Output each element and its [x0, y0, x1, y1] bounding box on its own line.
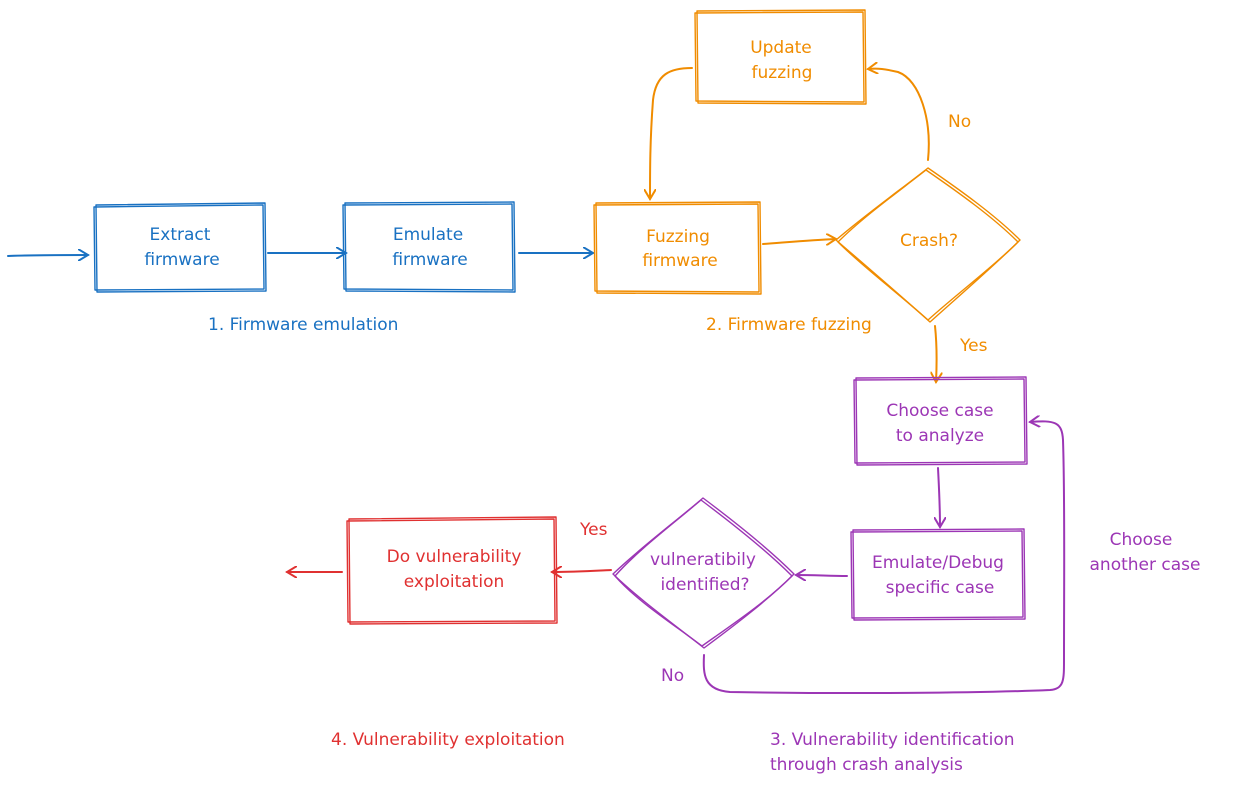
choose-another-case-label-2: another case	[1090, 555, 1201, 575]
emulate-debug-box: Emulate/Debug specific case	[850, 528, 1026, 621]
exploitation-label-2: exploitation	[404, 572, 505, 592]
emulate-firmware-label-2: firmware	[392, 250, 467, 270]
arrow-debug-to-vuln	[796, 575, 848, 576]
update-fuzzing-label-1: Update	[750, 38, 812, 58]
extract-firmware-box: Extract firmware	[93, 202, 267, 293]
vuln-identified-decision: vulneratibily identified?	[612, 497, 795, 649]
crash-no-label: No	[948, 112, 971, 132]
vuln-no-label: No	[661, 666, 684, 686]
fuzzing-firmware-box: Fuzzing firmware	[593, 201, 762, 295]
emulate-firmware-box: Emulate firmware	[342, 201, 516, 293]
choose-case-box: Choose case to analyze	[853, 376, 1028, 466]
arrow-vuln-yes-to-exploit	[552, 570, 612, 572]
choose-another-case-label-1: Choose	[1110, 530, 1173, 550]
exploitation-box: Do vulnerability exploitation	[346, 516, 558, 625]
choose-case-label-2: to analyze	[896, 426, 984, 446]
arrow-update-to-fuzzing	[650, 67, 693, 199]
extract-firmware-label-2: firmware	[144, 250, 219, 270]
arrow-crash-no-to-update	[868, 69, 930, 161]
vuln-identified-label-2: identified?	[660, 575, 749, 595]
fuzzing-firmware-label-1: Fuzzing	[646, 227, 710, 247]
entry-arrow	[7, 255, 88, 256]
vuln-identified-label-1: vulneratibily	[650, 550, 756, 570]
emulate-firmware-label-1: Emulate	[393, 225, 463, 245]
stage-2-label: 2. Firmware fuzzing	[706, 315, 872, 335]
arrow-choose-to-debug	[938, 467, 940, 527]
vuln-yes-label: Yes	[579, 520, 608, 540]
arrow-fuzzing-to-crash	[762, 239, 836, 244]
stage-4-label: 4. Vulnerability exploitation	[331, 730, 565, 750]
stage-3-label-2: through crash analysis	[770, 755, 963, 775]
fuzzing-firmware-label-2: firmware	[642, 251, 717, 271]
stage-3-label-1: 3. Vulnerability identification	[770, 730, 1015, 750]
emulate-debug-label-2: specific case	[886, 578, 995, 598]
crash-decision: Crash?	[835, 167, 1021, 323]
exploitation-label-1: Do vulnerability	[387, 547, 522, 567]
arrow-vuln-no-loop-to-choose	[702, 421, 1066, 695]
update-fuzzing-label-2: fuzzing	[752, 63, 813, 83]
emulate-debug-label-1: Emulate/Debug	[872, 553, 1004, 573]
crash-decision-label: Crash?	[900, 231, 958, 251]
choose-case-label-1: Choose case	[886, 401, 993, 421]
extract-firmware-label-1: Extract	[150, 225, 211, 245]
update-fuzzing-box: Update fuzzing	[694, 9, 867, 105]
crash-yes-label: Yes	[959, 336, 988, 356]
stage-1-label: 1. Firmware emulation	[208, 315, 398, 335]
arrow-crash-yes-to-choose	[935, 325, 937, 382]
